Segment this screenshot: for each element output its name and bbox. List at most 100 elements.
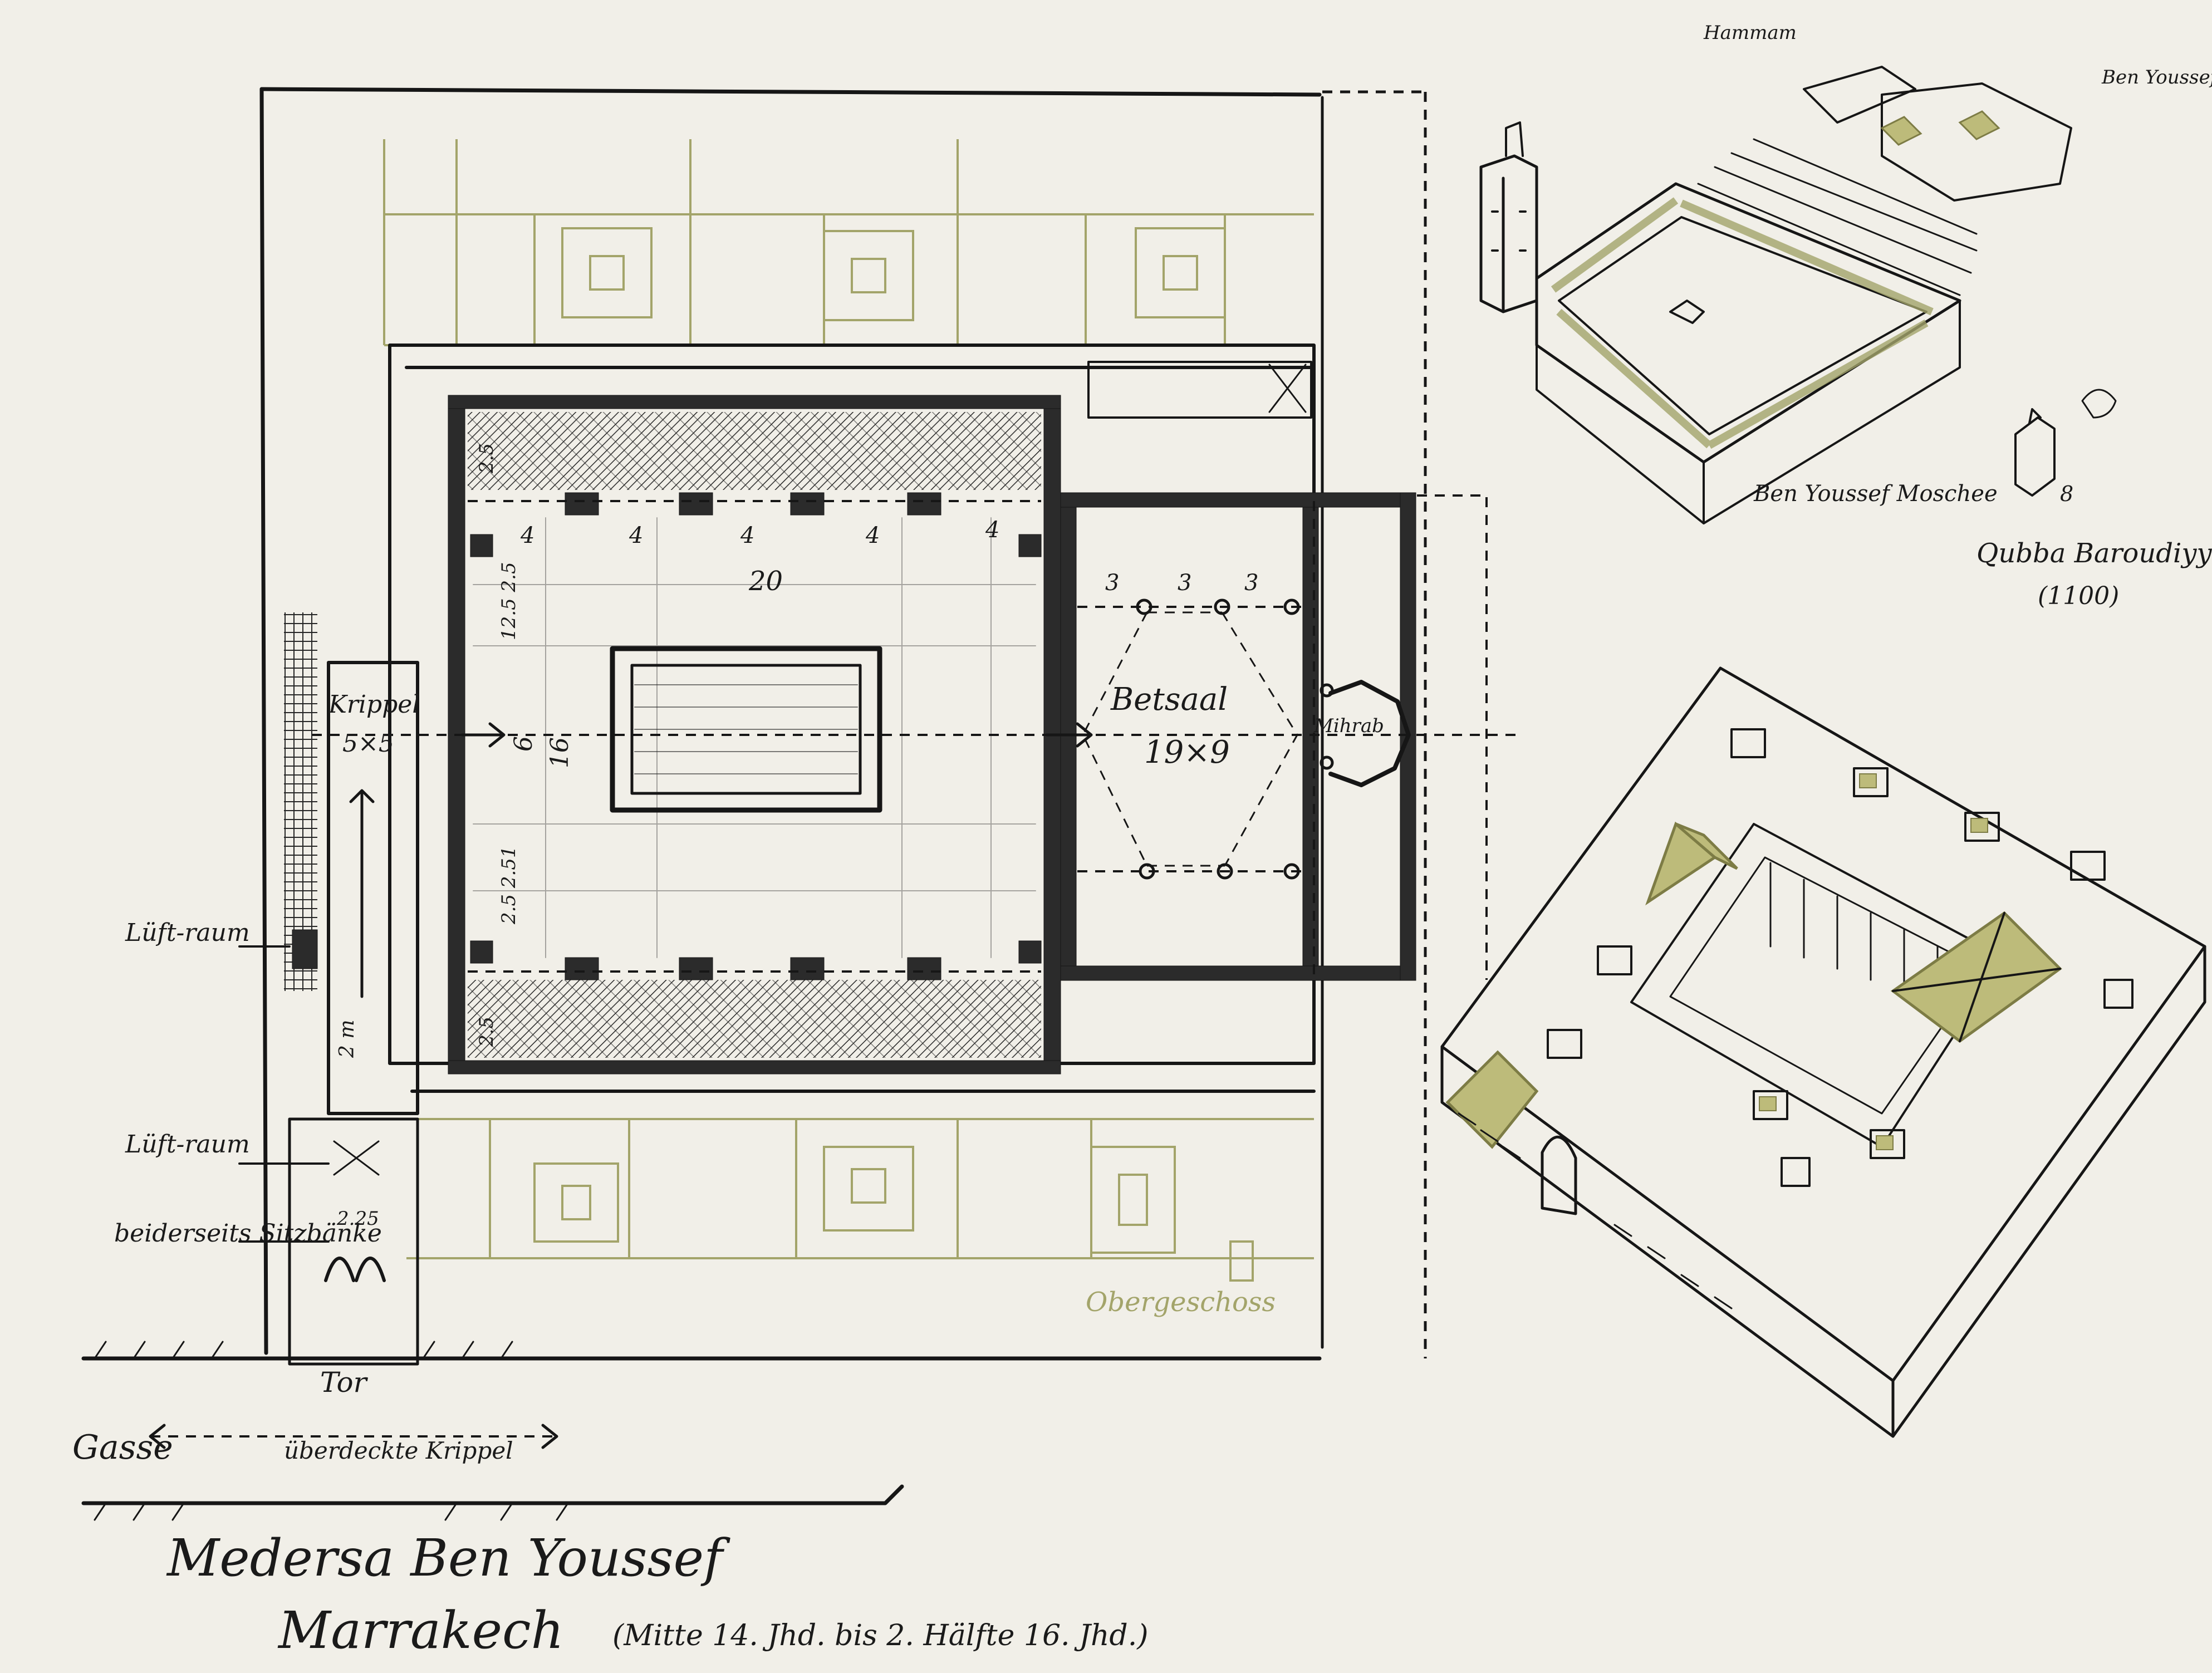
label-dims-left-lower: 2.5 2.51 — [498, 846, 520, 925]
label-betsaal-dim: 19×9 — [1144, 734, 1230, 771]
entrance-arch — [1541, 1135, 1577, 1215]
upper-floor-grid-bottom — [406, 1118, 1314, 1282]
plan-outline-top — [259, 87, 1322, 97]
pyramid-roof-2 — [1890, 911, 2062, 1043]
label-hammam: Hammam — [1703, 22, 1797, 44]
gallery-lines — [468, 500, 1041, 973]
label-bay-2: 4 — [629, 523, 643, 548]
label-bay-1: 4 — [520, 523, 534, 548]
mosque-outer-walls — [1536, 300, 1961, 524]
label-krippel-dim: 5×5 — [342, 729, 394, 758]
mosque-roof-lines — [1697, 138, 1978, 296]
qubba-building — [2014, 408, 2056, 497]
wall-texture — [1458, 1112, 1733, 1309]
label-betsaal-bay-1: 3 — [1105, 570, 1119, 596]
lane-hatch — [94, 1502, 569, 1521]
corner-room-top-right — [1087, 361, 1312, 419]
mosque-arcade-olive — [1551, 197, 1934, 449]
corner-room-x — [1268, 364, 1307, 413]
courtyard-paving — [473, 517, 1036, 958]
roof-window-olive — [1759, 773, 1988, 1150]
entrance-stair-left — [284, 612, 317, 991]
courtyard-pool-inner — [630, 664, 862, 795]
label-qubba-date: (1100) — [2038, 582, 2119, 610]
pool-texture — [634, 684, 858, 774]
minaret — [1479, 154, 1538, 313]
label-dim-225: 2.25 — [336, 1208, 379, 1230]
court-wall-east — [1043, 403, 1061, 1072]
betsaal-wall-south — [1060, 965, 1406, 981]
entrance-arches — [324, 1257, 386, 1282]
label-betsaal-bay-3: 3 — [1244, 570, 1258, 596]
label-leaders — [238, 945, 330, 1243]
label-betsaal: Betsaal — [1110, 681, 1228, 718]
upper-floor-grid-top — [383, 139, 1314, 346]
mosque-courtyard-outline — [1535, 182, 1961, 464]
luftraum-2-x — [333, 1140, 380, 1176]
label-gallery-top: 2.5 — [475, 443, 498, 474]
label-court-width: 20 — [748, 566, 783, 597]
title-dating: (Mitte 14. Jhd. bis 2. Hälfte 16. Jhd.) — [612, 1619, 1149, 1652]
label-court-depth: 16 — [546, 737, 574, 768]
label-bay-4: 4 — [865, 523, 880, 548]
inner-enclosure — [388, 344, 1316, 1065]
label-tor: Tor — [320, 1366, 369, 1399]
axonometric-sketch-top: Hammam Ben Youssef Medersa Ben Youssef M… — [1479, 22, 2212, 610]
lane-line — [81, 1484, 904, 1505]
court-wall-south — [448, 1060, 1061, 1075]
annex-dashed — [1313, 494, 1488, 980]
court-wall-north — [448, 395, 1061, 409]
medersa-walls — [1440, 945, 2206, 1438]
title-line-2: Marrakech — [277, 1601, 564, 1660]
inner-enclosure-double — [405, 366, 1316, 1093]
minaret-top — [1491, 121, 1527, 252]
label-ueberdeckte-krippel: überdeckte Krippel — [284, 1437, 513, 1464]
betsaal-wall-north — [1060, 492, 1406, 508]
label-dims-left-upper: 12.5 2.5 — [498, 562, 520, 640]
medersa-roof-outline — [1440, 666, 2206, 1382]
betsaal-arcade-lines — [1077, 606, 1303, 872]
pyramid-roof-2-ridges — [1892, 912, 2061, 1042]
street-hatch — [94, 1341, 513, 1360]
plan-outline-dashed — [1322, 90, 1427, 1358]
title-line-1: Medersa Ben Youssef — [166, 1528, 730, 1588]
medersa-olive-patches — [1880, 110, 2000, 146]
luftraum-1-block — [292, 929, 318, 969]
axis-arrow-2 — [1045, 722, 1093, 748]
pyramid-roof-1b — [1675, 822, 1738, 870]
axis-arrow-1 — [460, 722, 506, 748]
mosque-fountain — [1669, 300, 1705, 324]
courtyard-facade-lines — [1769, 862, 1939, 1014]
label-sitzbaenke: beiderseits Sitzbänke — [114, 1219, 382, 1248]
court-wall-west — [448, 403, 465, 1072]
label-obergeschoss: Obergeschoss — [1086, 1287, 1276, 1318]
plan-outline-left — [259, 87, 268, 1355]
label-qubba-num: 8 — [2060, 482, 2073, 506]
entrance-corridor — [327, 661, 419, 1115]
label-lueftraum-2: Lüft-raum — [125, 1130, 250, 1159]
label-krippel: Krippel — [328, 690, 420, 719]
label-gallery-bottom: 2.5 — [475, 1017, 498, 1047]
label-ben-youssef-medersa: Ben Youssef Medersa — [2101, 66, 2212, 89]
label-lueftraum-1: Lüft-raum — [125, 919, 250, 947]
label-qubba-name: Qubba Baroudiyyn — [1976, 538, 2212, 569]
label-gasse: Gasse — [72, 1428, 173, 1467]
gasse-arrowheads — [149, 1424, 558, 1449]
label-bay-5: 4 — [985, 517, 999, 543]
courtyard-pool-outer — [610, 646, 882, 813]
qubba-dome — [2081, 389, 2117, 419]
north-gallery-crosshatch — [468, 412, 1041, 490]
label-mihrab: Mihrab — [1313, 715, 1384, 737]
label-dim-2m: 2 m — [336, 1020, 359, 1058]
title-block: Medersa Ben Youssef Marrakech (Mitte 14.… — [166, 1528, 1149, 1660]
mihrab-column-2 — [1320, 755, 1334, 770]
courtyard-pillars — [470, 492, 1042, 980]
label-ben-youssef-moschee: Ben Youssef Moschee — [1753, 481, 1998, 507]
betsaal-columns — [1136, 598, 1300, 880]
mihrab-column-1 — [1320, 683, 1334, 698]
roof-windows — [1547, 728, 2133, 1187]
corridor-arrow — [349, 789, 375, 998]
label-side-6: 6 — [509, 736, 538, 752]
medersa-roofs — [1803, 66, 2072, 202]
